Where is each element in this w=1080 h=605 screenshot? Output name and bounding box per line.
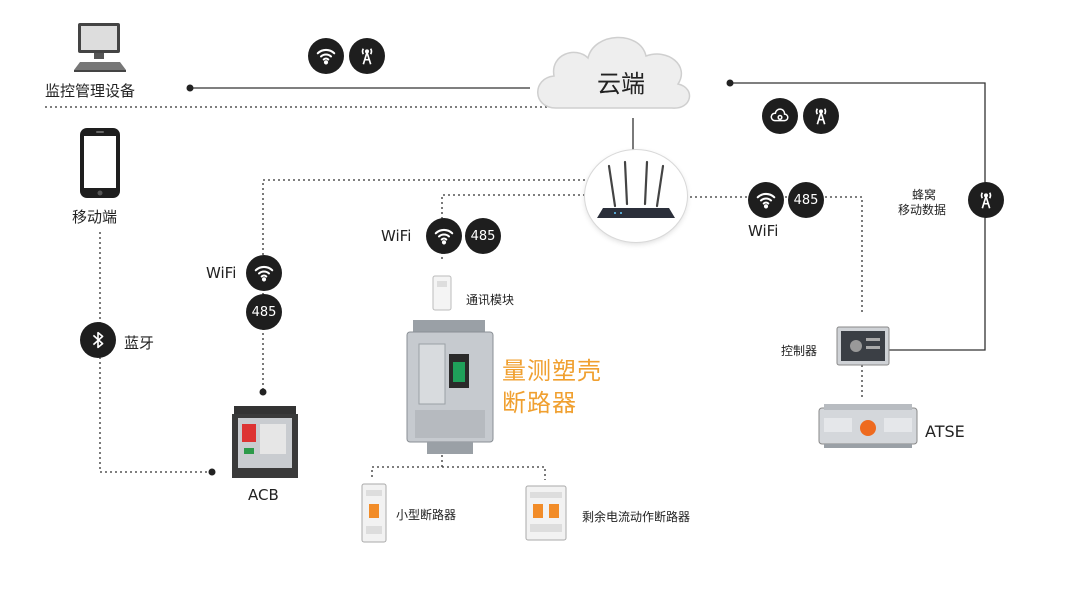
mobile-label: 移动端 xyxy=(72,208,118,226)
gear-cloud-icon xyxy=(762,98,798,134)
antenna-icon xyxy=(968,182,1004,218)
mcb-label: 小型断路器 xyxy=(396,508,457,522)
acb-breaker-icon xyxy=(230,404,300,480)
rcbo-icon xyxy=(524,484,568,542)
monitor-label: 监控管理设备 xyxy=(45,82,136,100)
controller-label: 控制器 xyxy=(781,344,818,358)
wifi-icon xyxy=(748,182,784,218)
wifi-icon xyxy=(246,255,282,291)
comm-module-icon xyxy=(432,275,452,311)
antenna-icon xyxy=(803,98,839,134)
mcb-icon xyxy=(360,482,388,544)
mccb-label-2: 断路器 xyxy=(502,389,577,417)
badge-485: 485 xyxy=(246,294,282,330)
wifi-label-left: WiFi xyxy=(206,264,237,282)
bluetooth-icon xyxy=(80,322,116,358)
cloud-label: 云端 xyxy=(597,70,645,98)
badge-485: 485 xyxy=(788,182,824,218)
comm-module-label: 通讯模块 xyxy=(466,293,515,307)
mccb-label-1: 量测塑壳 xyxy=(502,357,602,385)
cloud-icon xyxy=(528,22,698,117)
router-acb-line xyxy=(262,179,590,392)
router-controller-line xyxy=(685,196,863,312)
mccb-mcb-line xyxy=(371,455,443,480)
mobile-acb-line xyxy=(99,232,208,473)
atse-label: ATSE xyxy=(925,422,965,441)
atse-icon xyxy=(818,402,918,450)
mccb-rcbo-line xyxy=(442,466,546,480)
wifi-icon xyxy=(308,38,344,74)
phone-icon xyxy=(78,126,122,200)
router-icon xyxy=(585,150,687,242)
wifi-icon xyxy=(426,218,462,254)
rcbo-label: 剩余电流动作断路器 xyxy=(582,510,691,524)
cellular-label-2: 移动数据 xyxy=(898,203,947,217)
antenna-icon xyxy=(349,38,385,74)
badge-485: 485 xyxy=(465,218,501,254)
controller-icon xyxy=(836,326,890,366)
acb-label: ACB xyxy=(248,486,279,504)
router-mccb-line xyxy=(441,194,590,260)
bluetooth-label: 蓝牙 xyxy=(124,334,155,352)
wifi-label-center: WiFi xyxy=(381,227,412,245)
wifi-label-right: WiFi xyxy=(748,222,779,240)
cellular-label-1: 蜂窝 xyxy=(912,188,937,202)
monitor-icon xyxy=(66,20,134,76)
mccb-breaker-icon xyxy=(405,318,495,456)
